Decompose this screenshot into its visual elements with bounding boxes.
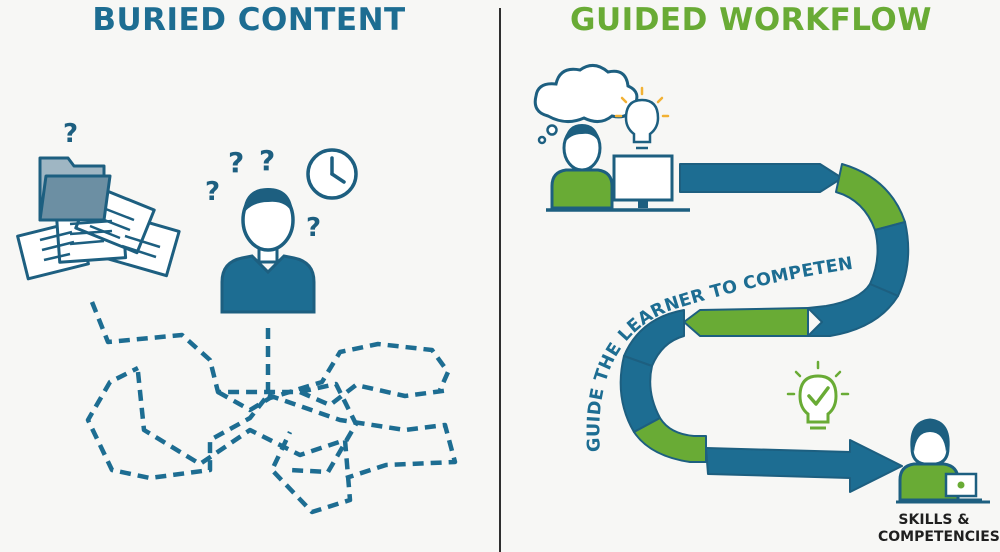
center-divider	[499, 8, 501, 552]
buried-content-title: BURIED CONTENT	[92, 2, 406, 38]
guided-workflow-title: GUIDED WORKFLOW	[570, 2, 932, 38]
question-mark: ?	[306, 213, 321, 243]
guided-workflow-panel: GUIDED WORKFLOW	[502, 0, 1000, 552]
question-mark: ?	[205, 177, 220, 207]
thought-cloud-icon	[533, 64, 639, 145]
learner-at-desk	[546, 124, 690, 212]
question-mark: ?	[259, 144, 275, 177]
laptop-icon	[940, 472, 982, 502]
question-mark: ?	[63, 119, 78, 149]
skills-label-line2: COMPETENCIES	[878, 529, 1000, 545]
monitor-icon	[612, 154, 674, 208]
question-mark: ?	[228, 146, 244, 179]
tangled-paths	[85, 301, 458, 515]
workflow-path	[619, 163, 910, 493]
skills-competencies-label: SKILLS & COMPETENCIES	[878, 512, 1000, 546]
checkmark-lightbulb-icon	[786, 360, 850, 430]
buried-content-panel: BURIED CONTENT	[0, 0, 498, 552]
skills-label-line1: SKILLS &	[898, 512, 970, 528]
documents-icon	[16, 183, 181, 281]
clock-icon	[306, 148, 358, 200]
skilled-learner	[896, 418, 990, 504]
folder-icon	[38, 156, 112, 222]
lightbulb-icon	[614, 86, 670, 150]
person-icon	[220, 188, 316, 314]
